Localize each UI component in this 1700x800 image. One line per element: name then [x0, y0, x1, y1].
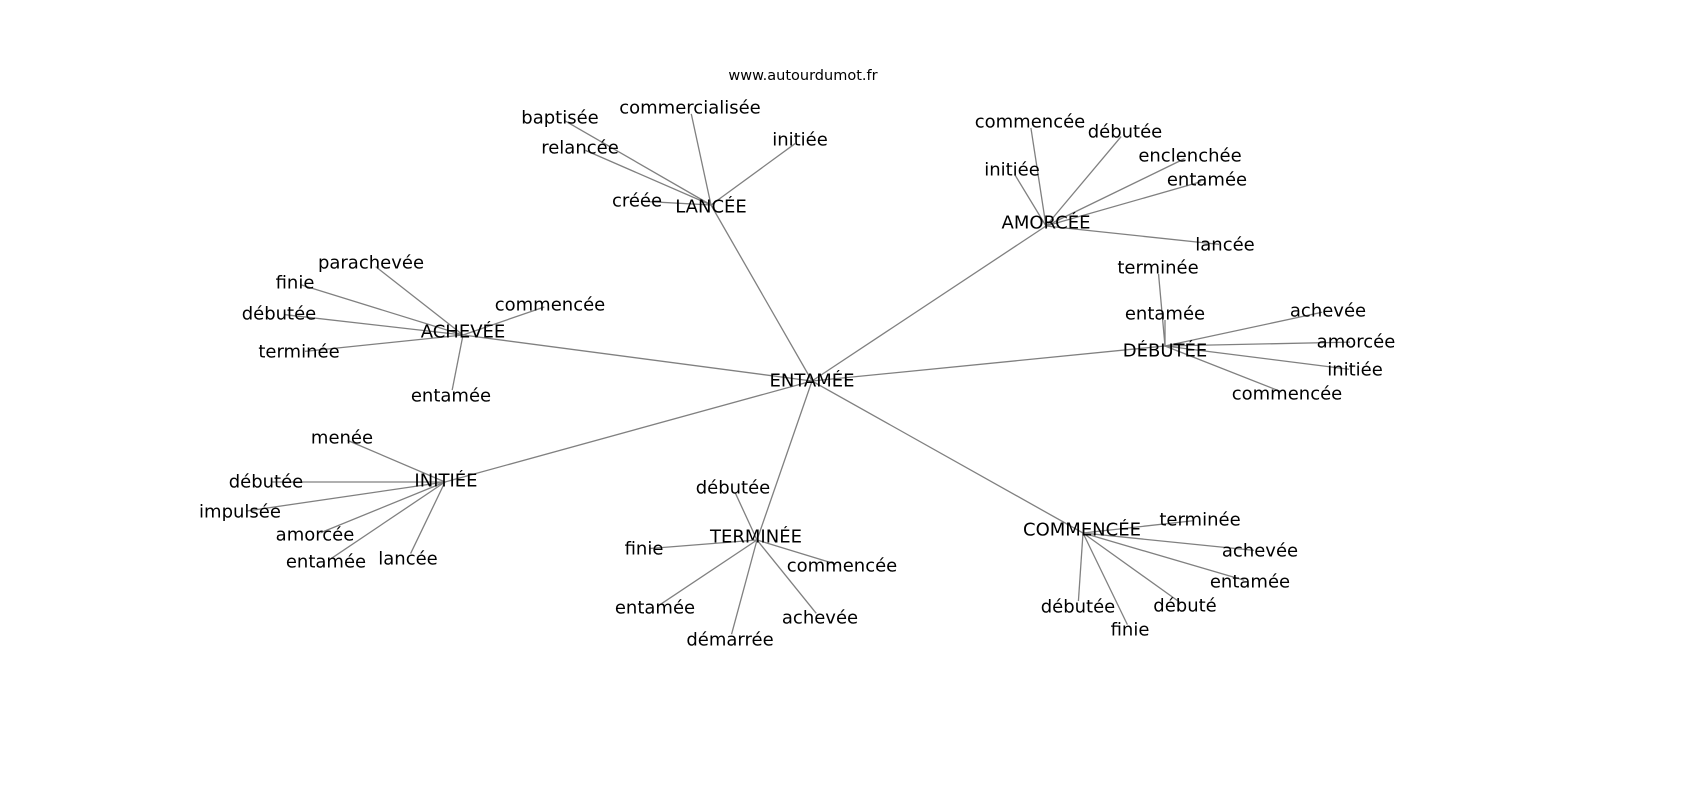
leaf-node-label: débutée — [1041, 597, 1116, 618]
leaf-node-label: impulsée — [199, 502, 281, 523]
edge-cluster-to-leaf — [330, 481, 446, 560]
edge-cluster-to-leaf — [1045, 158, 1185, 227]
edge-cluster-to-leaf — [410, 481, 446, 554]
cluster-node-label: ACHEVÉE — [421, 321, 506, 343]
edge-cluster-to-leaf — [1157, 273, 1166, 347]
site-title: www.autourdumot.fr — [728, 68, 877, 84]
edge-cluster-to-leaf — [284, 314, 464, 336]
leaf-node-label: amorcée — [276, 525, 355, 546]
leaf-node-label: terminée — [1159, 510, 1240, 531]
edge-cluster-to-leaf — [642, 200, 712, 206]
leaf-node-label: amorcée — [1317, 332, 1396, 353]
edge-cluster-to-leaf — [1164, 345, 1282, 393]
leaf-node-label: enclenchée — [1138, 146, 1241, 167]
edge-center-to-cluster — [444, 380, 813, 483]
edges-layer — [245, 113, 1351, 635]
edge-cluster-to-leaf — [756, 539, 837, 565]
leaf-node-label: initiée — [984, 160, 1040, 181]
edge-cluster-to-leaf — [1045, 136, 1122, 227]
edge-center-to-cluster — [710, 204, 813, 382]
center-node-label: ENTAMÉE — [769, 370, 854, 392]
edge-cluster-to-leaf — [1045, 181, 1202, 227]
cluster-node-label: INITIÉE — [414, 470, 477, 492]
edge-cluster-to-leaf — [649, 539, 758, 550]
leaf-node-label: finie — [1111, 620, 1150, 641]
leaf-node-label: débuté — [1153, 596, 1216, 617]
edge-cluster-to-leaf — [1082, 532, 1181, 604]
leaf-node-label: entamée — [286, 552, 366, 573]
edge-cluster-to-leaf — [690, 113, 712, 206]
edge-cluster-to-leaf — [1030, 127, 1047, 227]
edge-cluster-to-leaf — [564, 120, 712, 206]
leaf-node-label: commercialisée — [619, 98, 761, 119]
edge-cluster-to-leaf — [585, 149, 712, 206]
leaf-node-label: démarrée — [686, 630, 773, 651]
cluster-node-label: DÉBUTÉE — [1123, 340, 1208, 362]
leaf-node-label: débutée — [1088, 122, 1163, 143]
edge-cluster-to-leaf — [659, 539, 758, 606]
leaf-node-label: lancée — [378, 549, 437, 570]
leaf-node-label: entamée — [1210, 572, 1290, 593]
edge-cluster-to-leaf — [451, 334, 464, 391]
leaf-node-label: entamée — [1167, 170, 1247, 191]
edge-cluster-to-leaf — [1164, 345, 1350, 370]
edge-center-to-cluster — [811, 225, 1047, 382]
edge-cluster-to-leaf — [1082, 532, 1255, 552]
leaf-node-label: finie — [625, 539, 664, 560]
leaf-node-label: achevée — [1222, 541, 1298, 562]
leaf-node-label: achevée — [782, 608, 858, 629]
edge-cluster-to-leaf — [1082, 520, 1195, 534]
leaf-node-label: débutée — [229, 472, 304, 493]
leaf-node-label: entamée — [1125, 304, 1205, 325]
edge-cluster-to-leaf — [1164, 311, 1323, 347]
edge-cluster-to-leaf — [300, 284, 464, 336]
edge-cluster-to-leaf — [375, 266, 464, 336]
leaf-node-label: commencée — [495, 295, 606, 316]
cluster-node-label: LANCÉE — [675, 196, 747, 218]
edge-cluster-to-leaf — [1082, 532, 1245, 581]
edge-cluster-to-leaf — [304, 334, 464, 353]
cluster-node-label: COMMENCÉE — [1023, 519, 1141, 541]
leaf-node-label: initiée — [1327, 360, 1383, 381]
leaf-node-label: commencée — [787, 556, 898, 577]
leaf-node-label: initiée — [772, 130, 828, 151]
edge-cluster-to-leaf — [730, 539, 758, 635]
edge-cluster-to-leaf — [462, 306, 545, 336]
leaf-node-label: parachevée — [318, 253, 424, 274]
leaf-node-label: commencée — [1232, 384, 1343, 405]
edge-cluster-to-leaf — [710, 143, 796, 206]
leaf-node-label: baptisée — [521, 108, 598, 129]
edge-cluster-to-leaf — [320, 481, 446, 534]
edge-cluster-to-leaf — [1045, 225, 1220, 246]
leaf-node-label: terminée — [258, 342, 339, 363]
leaf-node-label: entamée — [411, 386, 491, 407]
edge-center-to-cluster — [462, 334, 813, 382]
edge-center-to-cluster — [756, 380, 813, 541]
cluster-node-label: TERMINÉE — [709, 526, 802, 548]
leaf-node-label: entamée — [615, 598, 695, 619]
cluster-node-label: AMORCÉE — [1002, 212, 1091, 234]
edge-cluster-to-leaf — [756, 539, 817, 614]
edge-cluster-to-leaf — [347, 439, 446, 483]
leaf-node-label: finie — [276, 273, 315, 294]
leaf-node-label: créée — [612, 191, 662, 212]
edge-center-to-cluster — [811, 345, 1166, 382]
leaf-node-label: achevée — [1290, 301, 1366, 322]
edge-center-to-cluster — [811, 380, 1084, 534]
leaf-node-label: commencée — [975, 112, 1086, 133]
leaf-node-label: débutée — [242, 304, 317, 325]
edge-cluster-to-leaf — [245, 481, 446, 512]
labels-layer: www.autourdumot.fr ENTAMÉE LANCÉE créée re… — [199, 68, 1395, 651]
edge-cluster-to-leaf — [1014, 174, 1047, 227]
leaf-node-label: débutée — [696, 478, 771, 499]
leaf-node-label: menée — [311, 428, 373, 449]
edge-cluster-to-leaf — [734, 493, 758, 541]
leaf-node-label: relancée — [541, 138, 619, 159]
edge-cluster-to-leaf — [1077, 532, 1084, 602]
leaf-node-label: terminée — [1117, 258, 1198, 279]
leaf-node-label: lancée — [1195, 235, 1254, 256]
edge-cluster-to-leaf — [1082, 532, 1128, 625]
edge-cluster-to-leaf — [1164, 341, 1351, 347]
